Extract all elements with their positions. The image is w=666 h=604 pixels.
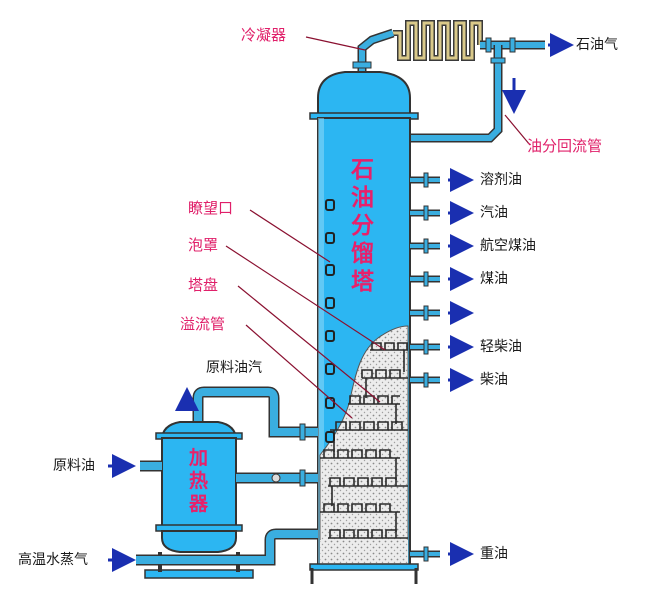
label-bubble-cap: 泡罩 xyxy=(188,236,219,254)
column-title-char: 分 xyxy=(351,212,374,239)
steam-pipe xyxy=(136,528,318,566)
label-diesel: 柴油 xyxy=(480,372,508,388)
label-steam: 高温水蒸气 xyxy=(18,552,88,568)
leader-lines xyxy=(225,36,531,419)
label-tray: 塔盘 xyxy=(188,276,219,294)
label-feed-oil: 原料油 xyxy=(53,458,95,474)
heater-title-char: 加 xyxy=(189,447,209,469)
heater-vessel xyxy=(144,421,254,579)
top-vapor-pipe xyxy=(352,28,395,72)
reflux-pipe xyxy=(410,45,506,143)
label-overflow-pipe: 溢流管 xyxy=(180,315,226,333)
label-sight-glass: 瞭望口 xyxy=(188,199,234,217)
label-solvent-oil: 溶剂油 xyxy=(480,172,522,188)
label-heavy-oil: 重油 xyxy=(480,546,508,562)
label-feed-vapor: 原料油汽 xyxy=(206,360,262,376)
gas-outlet-pipe xyxy=(480,37,545,53)
heater-title-char: 器 xyxy=(189,493,209,515)
column-title-char: 油 xyxy=(351,184,374,211)
label-kerosene: 煤油 xyxy=(480,271,508,287)
column-title-char: 馏 xyxy=(351,240,374,267)
heater-column-link xyxy=(236,469,318,487)
label-condenser: 冷凝器 xyxy=(241,26,287,44)
outlet-arrows xyxy=(448,168,474,566)
fractionating-column xyxy=(309,71,419,584)
label-light-diesel: 轻柴油 xyxy=(480,339,522,355)
column-title-char: 石 xyxy=(351,156,374,183)
heater-title-char: 热 xyxy=(189,470,209,492)
condenser-coil xyxy=(393,20,483,61)
side-outlets xyxy=(410,172,440,562)
label-petroleum-gas: 石油气 xyxy=(576,37,618,53)
label-reflux-pipe: 油分回流管 xyxy=(527,137,603,155)
label-gasoline: 汽油 xyxy=(480,205,508,221)
label-jet-fuel: 航空煤油 xyxy=(480,238,536,254)
column-title-char: 塔 xyxy=(351,268,374,295)
